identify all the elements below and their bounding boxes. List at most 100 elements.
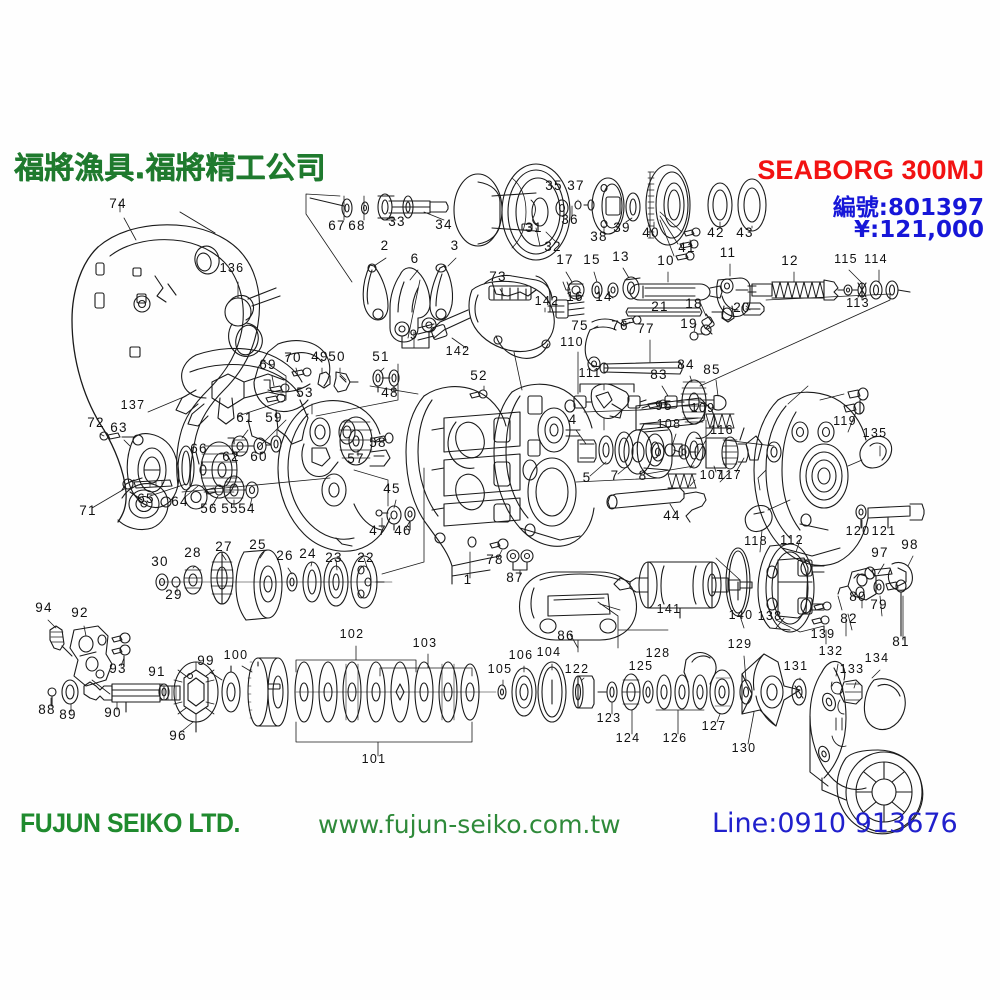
part-callout-40: 40 — [642, 225, 660, 240]
parts-75-76-77 — [584, 315, 683, 375]
part-callout-61: 61 — [236, 410, 254, 425]
part-10-level-wind-bar — [629, 283, 723, 301]
part-callout-84: 84 — [677, 357, 695, 372]
part-131-washer — [791, 678, 807, 706]
part-38-plate — [591, 177, 625, 235]
part-callout-133: 133 — [840, 662, 865, 676]
part-callout-79: 79 — [870, 597, 888, 612]
part-callout-96: 96 — [169, 728, 187, 743]
part-141-motor-armature — [613, 561, 753, 619]
part-11-clutch-bracket — [711, 277, 751, 323]
part-callout-21: 21 — [651, 299, 669, 314]
part-callout-114: 114 — [864, 252, 888, 266]
part-callout-49: 49 — [311, 349, 329, 364]
parts-107-109 — [623, 413, 782, 489]
part-callout-43: 43 — [736, 225, 754, 240]
part-callout-131: 131 — [784, 659, 809, 673]
part-callout-76: 76 — [611, 318, 629, 333]
part-callout-122: 122 — [565, 662, 590, 676]
part-140-seal-ring — [725, 547, 751, 617]
part-callout-99: 99 — [197, 653, 215, 668]
parts-118-138-motor-housing — [757, 543, 825, 633]
parts-54-56 — [205, 475, 259, 505]
footer-website[interactable]: www.fujun-seiko.com.tw — [318, 810, 621, 839]
part-callout-56: 56 — [200, 501, 218, 516]
part-callout-58: 58 — [369, 435, 387, 450]
part-callout-123: 123 — [597, 711, 622, 725]
part-callout-121: 121 — [872, 524, 897, 538]
part-callout-57: 57 — [347, 451, 365, 466]
part-callout-132: 132 — [819, 644, 844, 658]
part-callout-106: 106 — [509, 648, 534, 662]
part-callout-5: 5 — [583, 470, 592, 485]
part-callout-16: 16 — [566, 289, 584, 304]
part-callout-80: 80 — [849, 589, 867, 604]
part-callout-111: 111 — [579, 366, 602, 380]
model-price: ¥:121,000 — [854, 217, 984, 243]
part-callout-38: 38 — [590, 229, 608, 244]
part-callout-128: 128 — [646, 646, 671, 660]
footer-line-id: Line:0910 913676 — [712, 808, 958, 839]
part-callout-39: 39 — [613, 220, 631, 235]
part-callout-65: 65 — [137, 491, 155, 506]
parts-133-134-knob — [836, 678, 924, 835]
part-callout-86: 86 — [557, 628, 575, 643]
part-callout-18: 18 — [685, 296, 703, 311]
part-callout-66: 66 — [190, 441, 208, 456]
part-callout-137: 137 — [121, 398, 146, 412]
part-callout-94: 94 — [35, 600, 53, 615]
part-139-screws — [811, 601, 832, 633]
part-74-frame-plate — [71, 211, 261, 531]
part-116-grommet — [739, 427, 745, 441]
part-callout-74: 74 — [109, 196, 127, 211]
part-callout-91: 91 — [148, 664, 166, 679]
parts-97-98 — [853, 561, 913, 591]
model-code: 編號:801397 — [832, 195, 984, 221]
part-callout-126: 126 — [663, 731, 688, 745]
part-callout-85: 85 — [703, 362, 721, 377]
parts-13-17-small — [562, 276, 641, 300]
part-callout-116: 116 — [710, 423, 734, 437]
part-callout-8: 8 — [639, 468, 648, 483]
part-callout-105: 105 — [488, 662, 513, 676]
part-callout-44: 44 — [663, 508, 681, 523]
grouping-lines — [181, 193, 891, 649]
part-callout-53: 53 — [296, 385, 314, 400]
part-callout-103: 103 — [413, 636, 438, 650]
part-callout-26: 26 — [276, 548, 294, 563]
part-callout-108: 108 — [657, 417, 682, 431]
part-callout-37: 37 — [567, 178, 585, 193]
part-1-main-frame — [405, 386, 521, 585]
part-callout-77: 77 — [637, 321, 655, 336]
part-callout-4: 4 — [569, 412, 578, 427]
part-callout-82: 82 — [840, 611, 858, 626]
part-callout-12: 12 — [781, 253, 799, 268]
part-52-screw — [469, 389, 488, 399]
part-callout-27: 27 — [215, 539, 233, 554]
part-callout-35: 35 — [545, 178, 563, 193]
part-73-clutch-assembly — [417, 274, 585, 391]
leader-lines — [47, 195, 914, 757]
parts-22-30-drivetrain — [155, 549, 393, 621]
part-callout-71: 71 — [79, 503, 97, 518]
part-135-badge — [847, 435, 893, 469]
model-name: SEABORG 300MJ — [757, 155, 984, 185]
part-callout-87: 87 — [506, 570, 524, 585]
part-callout-41: 41 — [678, 240, 696, 255]
part-callout-89: 89 — [59, 707, 77, 722]
parts-129-130-star-drag — [739, 653, 801, 727]
part-callout-48: 48 — [381, 385, 399, 400]
center-gearbox-cover — [493, 383, 661, 547]
part-callout-64: 64 — [171, 494, 189, 509]
part-callout-115: 115 — [834, 252, 858, 266]
part-callout-125: 125 — [629, 659, 654, 673]
part-119-screws — [819, 387, 869, 415]
part-callout-113: 113 — [846, 296, 870, 310]
part-callout-83: 83 — [650, 367, 668, 382]
part-callout-139: 139 — [811, 627, 836, 641]
part-callout-142: 142 — [446, 344, 471, 358]
part-callout-30: 30 — [151, 554, 169, 569]
parts-123-127 — [606, 651, 735, 715]
